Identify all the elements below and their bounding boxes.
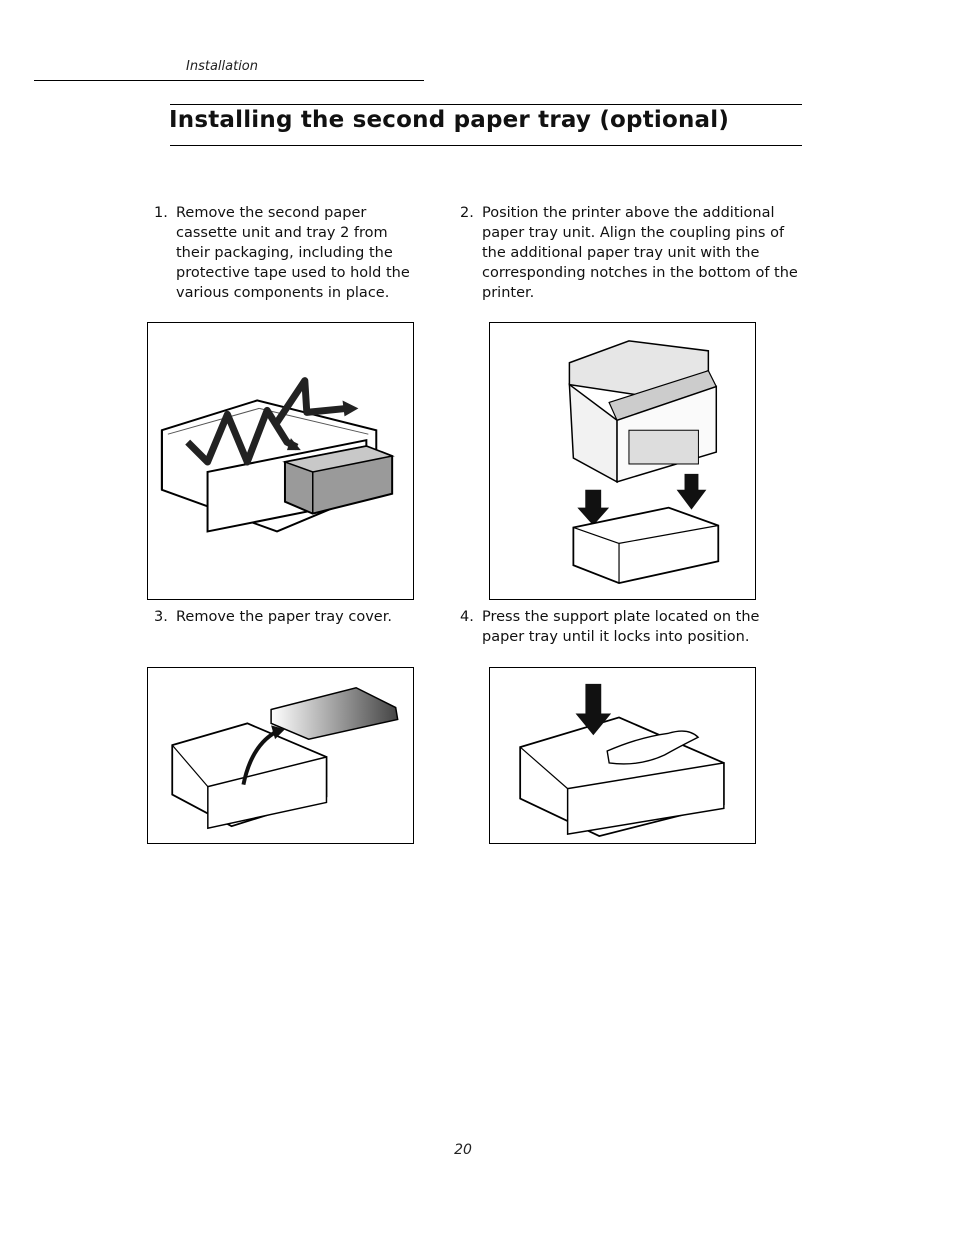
paper-tray-unpacking-illustration-icon — [160, 377, 395, 533]
header-rule — [34, 80, 424, 81]
running-header: Installation — [186, 59, 259, 74]
step-number: 1. — [154, 205, 168, 221]
step-number: 2. — [460, 205, 474, 221]
step-number: 4. — [460, 609, 474, 625]
step-4: 4. Press the support plate located on th… — [460, 607, 800, 649]
press-support-plate-illustration-icon — [519, 683, 725, 838]
tray-cover-removal-illustration-icon — [171, 686, 399, 830]
step-line: paper tray unit. Align the coupling pins… — [482, 225, 785, 241]
step-line: their packaging, including the — [176, 245, 393, 261]
step-line: Press the support plate located on the — [482, 609, 760, 625]
step-text: Position the printer above the additiona… — [482, 203, 798, 303]
step-line: paper tray until it locks into position. — [482, 629, 750, 645]
figure-remove-cover — [147, 667, 414, 844]
figure-unpacking — [147, 322, 414, 600]
figure-printer-on-tray — [489, 322, 756, 600]
printer-on-tray-illustration-icon — [568, 340, 720, 585]
step-3: 3. Remove the paper tray cover. — [154, 607, 434, 629]
step-line: Remove the second paper — [176, 205, 367, 221]
step-number: 3. — [154, 609, 168, 625]
title-rule-bottom — [170, 145, 802, 146]
page-title: Installing the second paper tray (option… — [169, 107, 730, 133]
step-line: Remove the paper tray cover. — [176, 609, 392, 625]
step-text: Remove the paper tray cover. — [176, 607, 392, 627]
step-line: printer. — [482, 285, 535, 301]
figure-press-plate — [489, 667, 756, 844]
page-number: 20 — [454, 1142, 472, 1158]
title-rule-top — [170, 104, 802, 105]
step-line: Position the printer above the additiona… — [482, 205, 775, 221]
step-line: the additional paper tray unit with the — [482, 245, 760, 261]
step-text: Press the support plate located on the p… — [482, 607, 759, 647]
step-2: 2. Position the printer above the additi… — [460, 203, 810, 305]
step-line: various components in place. — [176, 285, 390, 301]
step-1: 1. Remove the second paper cassette unit… — [154, 203, 424, 305]
step-text: Remove the second paper cassette unit an… — [176, 203, 410, 303]
step-line: protective tape used to hold the — [176, 265, 410, 281]
step-line: cassette unit and tray 2 from — [176, 225, 388, 241]
step-line: corresponding notches in the bottom of t… — [482, 265, 798, 281]
